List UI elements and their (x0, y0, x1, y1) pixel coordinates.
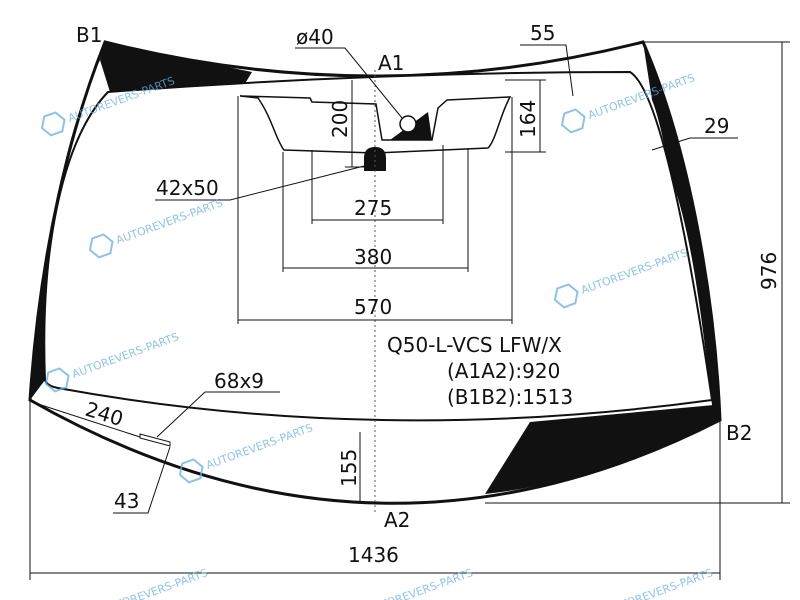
side-band-label: 29 (704, 114, 729, 138)
dimension-lines (29, 41, 790, 580)
part-code: Q50-L-VCS LFW/X (387, 333, 562, 357)
watermark-text: AUTOREVERS-PARTS (364, 566, 474, 600)
total-height-label: 976 (757, 252, 781, 290)
total-width-label: 1436 (348, 543, 399, 567)
sensor-diameter-label: ø40 (296, 25, 334, 49)
sensor-height-label: 200 (328, 100, 352, 138)
point-b1-label: B1 (76, 23, 102, 47)
point-b2-label: B2 (726, 421, 752, 445)
vin-offset-bottom-label: 43 (114, 489, 139, 513)
b1b2-length: (B1B2):1513 (447, 385, 573, 409)
frit-top-left (100, 42, 252, 95)
bottom-band-label: 155 (337, 449, 361, 487)
watermark-text: AUTOREVERS-PARTS (604, 566, 714, 600)
a1a2-length: (A1A2):920 (447, 359, 560, 383)
watermark-text: AUTOREVERS-PARTS (99, 566, 209, 600)
frit-bottom-right (485, 405, 720, 494)
mirror-mount (364, 147, 386, 171)
viewing-area-outline (43, 70, 714, 422)
width-570-label: 570 (354, 295, 392, 319)
top-band-label: 55 (530, 21, 555, 45)
width-275-label: 275 (354, 196, 392, 220)
point-a2-label: A2 (384, 508, 410, 532)
vin-window-label: 68x9 (214, 369, 264, 393)
rain-sensor-circle (399, 115, 417, 133)
mirror-mount-label: 42x50 (156, 176, 219, 200)
frit-right (643, 42, 720, 420)
point-a1-label: A1 (378, 51, 404, 75)
sensor-area-height-label: 164 (516, 100, 540, 138)
sensor-area-outline (239, 95, 512, 154)
frit-left (30, 42, 105, 400)
width-380-label: 380 (354, 245, 392, 269)
